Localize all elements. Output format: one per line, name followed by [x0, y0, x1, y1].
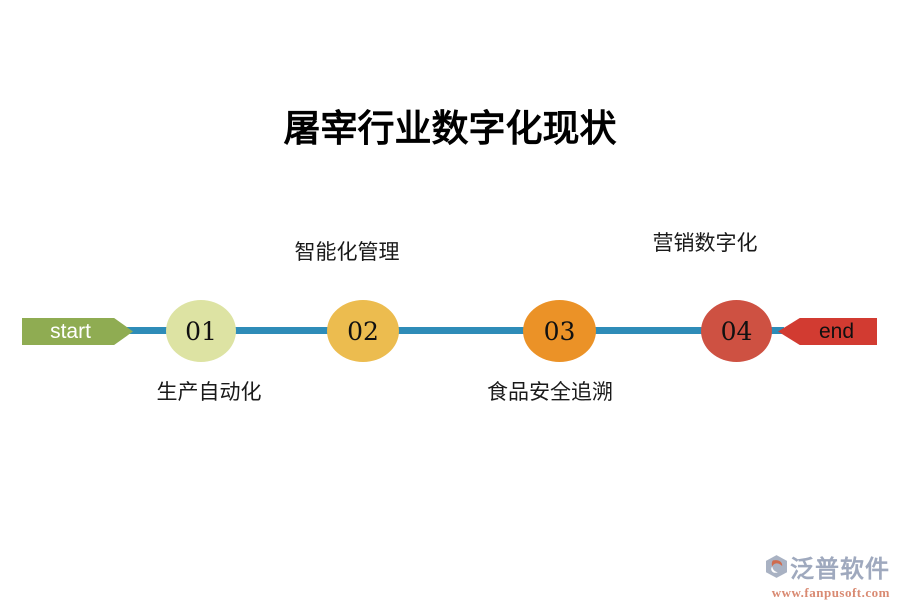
page-title: 屠宰行业数字化现状 [283, 108, 617, 149]
watermark-brand-row: 泛普软件 [766, 549, 890, 584]
milestone-circle-02: 02 [327, 300, 399, 362]
end-marker: end [778, 318, 877, 345]
milestone-label-04: 营销数字化 [652, 232, 758, 255]
watermark-brand: 泛普软件 [790, 556, 890, 583]
milestone-label-01: 生产自动化 [156, 381, 262, 404]
milestone-circle-03: 03 [523, 300, 596, 362]
timeline-line [112, 327, 784, 334]
milestone-circle-01: 01 [166, 300, 236, 362]
watermark: 泛普软件 www.fanpusoft.com [766, 549, 890, 600]
fanpu-logo-icon [766, 555, 787, 578]
milestone-label-03: 食品安全追溯 [487, 381, 613, 404]
start-marker: start [22, 318, 133, 345]
watermark-url: www.fanpusoft.com [771, 585, 890, 600]
milestone-label-02: 智能化管理 [294, 241, 400, 264]
milestone-circle-04: 04 [701, 300, 772, 362]
